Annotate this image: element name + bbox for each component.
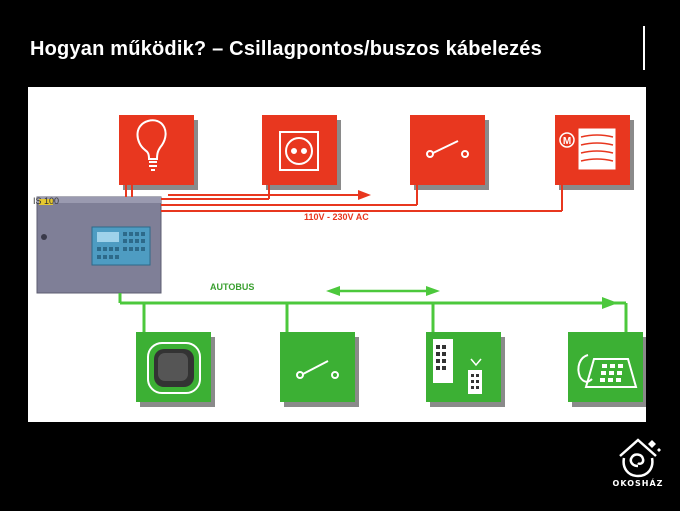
switch-icon: [296, 360, 339, 379]
ac-voltage-label: 110V - 230V AC: [304, 212, 369, 222]
logo-text: OKOSHÁZ: [612, 479, 664, 488]
telephone-icon: [577, 354, 638, 388]
house-spiral-icon: [619, 438, 657, 478]
top-devices: M: [119, 115, 634, 190]
slide-title: Hogyan működik? – Csillagpontos/buszos k…: [30, 38, 542, 60]
motor-blind-icon: M: [559, 128, 616, 170]
bus-arrow-left: [326, 286, 340, 296]
bus-arrow-right: [426, 286, 440, 296]
controller-unit: IS 100: [33, 196, 162, 294]
light-bulb-icon: [136, 119, 167, 171]
keypad-icon: [433, 339, 482, 394]
light-box: [119, 115, 194, 185]
motor-label: M: [563, 136, 571, 147]
wiring-diagram: M IS 100: [28, 87, 646, 422]
switch-icon: [426, 140, 469, 158]
ac-wiring: [125, 185, 563, 212]
socket-box: [262, 115, 337, 185]
bus-wiring: [118, 289, 628, 332]
switch-box: [410, 115, 485, 185]
bus-arrow-end: [602, 297, 618, 309]
bottom-devices: [136, 332, 646, 407]
autobus-label: AUTOBUS: [210, 282, 254, 292]
controller-tag: IS 100: [33, 196, 59, 206]
title-divider: [643, 26, 645, 70]
socket-icon: [279, 131, 319, 171]
sensor-icon: [147, 342, 201, 394]
ac-arrow-head: [358, 190, 371, 200]
okoshaz-logo: [612, 436, 664, 496]
